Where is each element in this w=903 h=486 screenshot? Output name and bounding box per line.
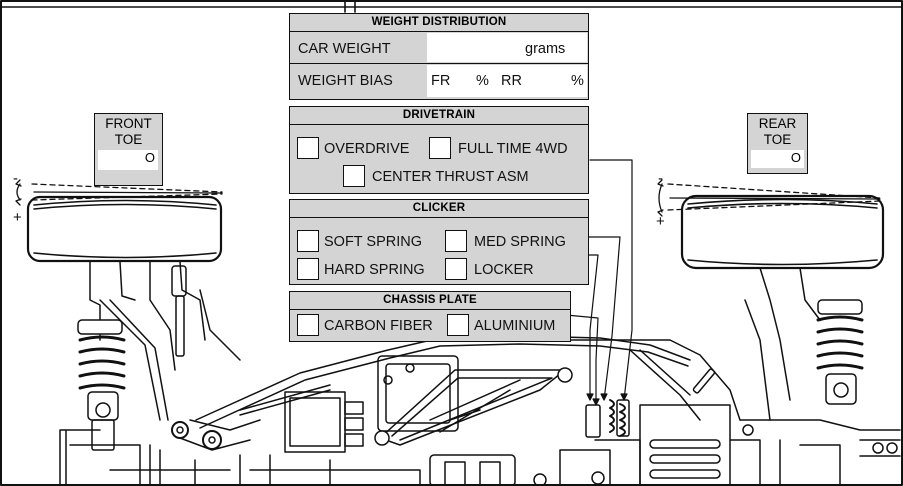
rear-toe-value[interactable]: O — [751, 150, 804, 168]
rear-tire-illustration — [680, 194, 885, 270]
hard-spring-label: HARD SPRING — [324, 262, 425, 278]
rear-bias-label: RR — [501, 73, 522, 89]
front-tire-illustration — [26, 195, 223, 263]
overdrive-checkbox[interactable] — [297, 137, 319, 159]
rear-bias-percent: % — [571, 73, 584, 89]
weight-distribution-panel: WEIGHT DISTRIBUTION CAR WEIGHT grams WEI… — [289, 13, 589, 100]
med-spring-checkbox[interactable] — [445, 230, 467, 252]
front-suspension — [59, 261, 261, 486]
full-time-4wd-label: FULL TIME 4WD — [458, 141, 568, 157]
weight-bias-label: WEIGHT BIAS — [298, 73, 393, 89]
front-bias-label: FR — [431, 73, 451, 89]
clicker-title: CLICKER — [290, 200, 588, 218]
soft-spring-label: SOFT SPRING — [324, 234, 423, 250]
rear-toe-box: REAR TOE O — [747, 113, 808, 174]
center-thrust-asm-label: CENTER THRUST ASM — [372, 169, 529, 185]
weight-divider — [290, 63, 588, 64]
rear-toe-plus-sign: + — [656, 213, 665, 230]
carbon-fiber-label: CARBON FIBER — [324, 318, 433, 334]
med-spring-label: MED SPRING — [474, 234, 566, 250]
front-toe-minus-sign: - — [13, 170, 18, 187]
callout-lines — [565, 159, 633, 406]
front-toe-plus-sign: + — [13, 209, 22, 226]
weight-bias-input[interactable] — [427, 65, 587, 97]
drivetrain-panel: DRIVETRAIN OVERDRIVE FULL TIME 4WD CENTE… — [289, 106, 589, 194]
hard-spring-checkbox[interactable] — [297, 258, 319, 280]
chassis-plate-title: CHASSIS PLATE — [290, 292, 570, 310]
front-toe-value[interactable]: O — [98, 150, 158, 170]
locker-label: LOCKER — [474, 262, 534, 278]
chassis-plate-panel: CHASSIS PLATE CARBON FIBER ALUMINIUM — [289, 291, 571, 342]
full-time-4wd-checkbox[interactable] — [429, 137, 451, 159]
clicker-panel: CLICKER SOFT SPRING MED SPRING HARD SPRI… — [289, 199, 589, 285]
front-bias-percent: % — [476, 73, 489, 89]
car-weight-unit: grams — [525, 41, 566, 57]
overdrive-label: OVERDRIVE — [324, 141, 410, 157]
chassis-body — [195, 335, 741, 486]
car-weight-input[interactable] — [427, 33, 587, 62]
weight-distribution-title: WEIGHT DISTRIBUTION — [290, 14, 588, 32]
front-toe-lines — [15, 179, 223, 206]
locker-checkbox[interactable] — [445, 258, 467, 280]
rear-suspension — [729, 267, 901, 486]
front-toe-box: FRONT TOE O — [94, 113, 163, 186]
rear-toe-minus-sign: - — [658, 170, 663, 187]
car-weight-label: CAR WEIGHT — [298, 41, 391, 57]
carbon-fiber-checkbox[interactable] — [297, 314, 319, 336]
rear-toe-label-line2: TOE — [763, 132, 792, 147]
aluminium-label: ALUMINIUM — [474, 318, 556, 334]
center-thrust-asm-checkbox[interactable] — [343, 165, 365, 187]
rear-toe-lines — [657, 179, 881, 217]
front-toe-label-line2: TOE — [114, 132, 143, 147]
front-toe-label-line1: FRONT — [105, 116, 152, 131]
drivetrain-title: DRIVETRAIN — [290, 107, 588, 125]
soft-spring-checkbox[interactable] — [297, 230, 319, 252]
aluminium-checkbox[interactable] — [447, 314, 469, 336]
rear-toe-label-line1: REAR — [758, 116, 797, 131]
